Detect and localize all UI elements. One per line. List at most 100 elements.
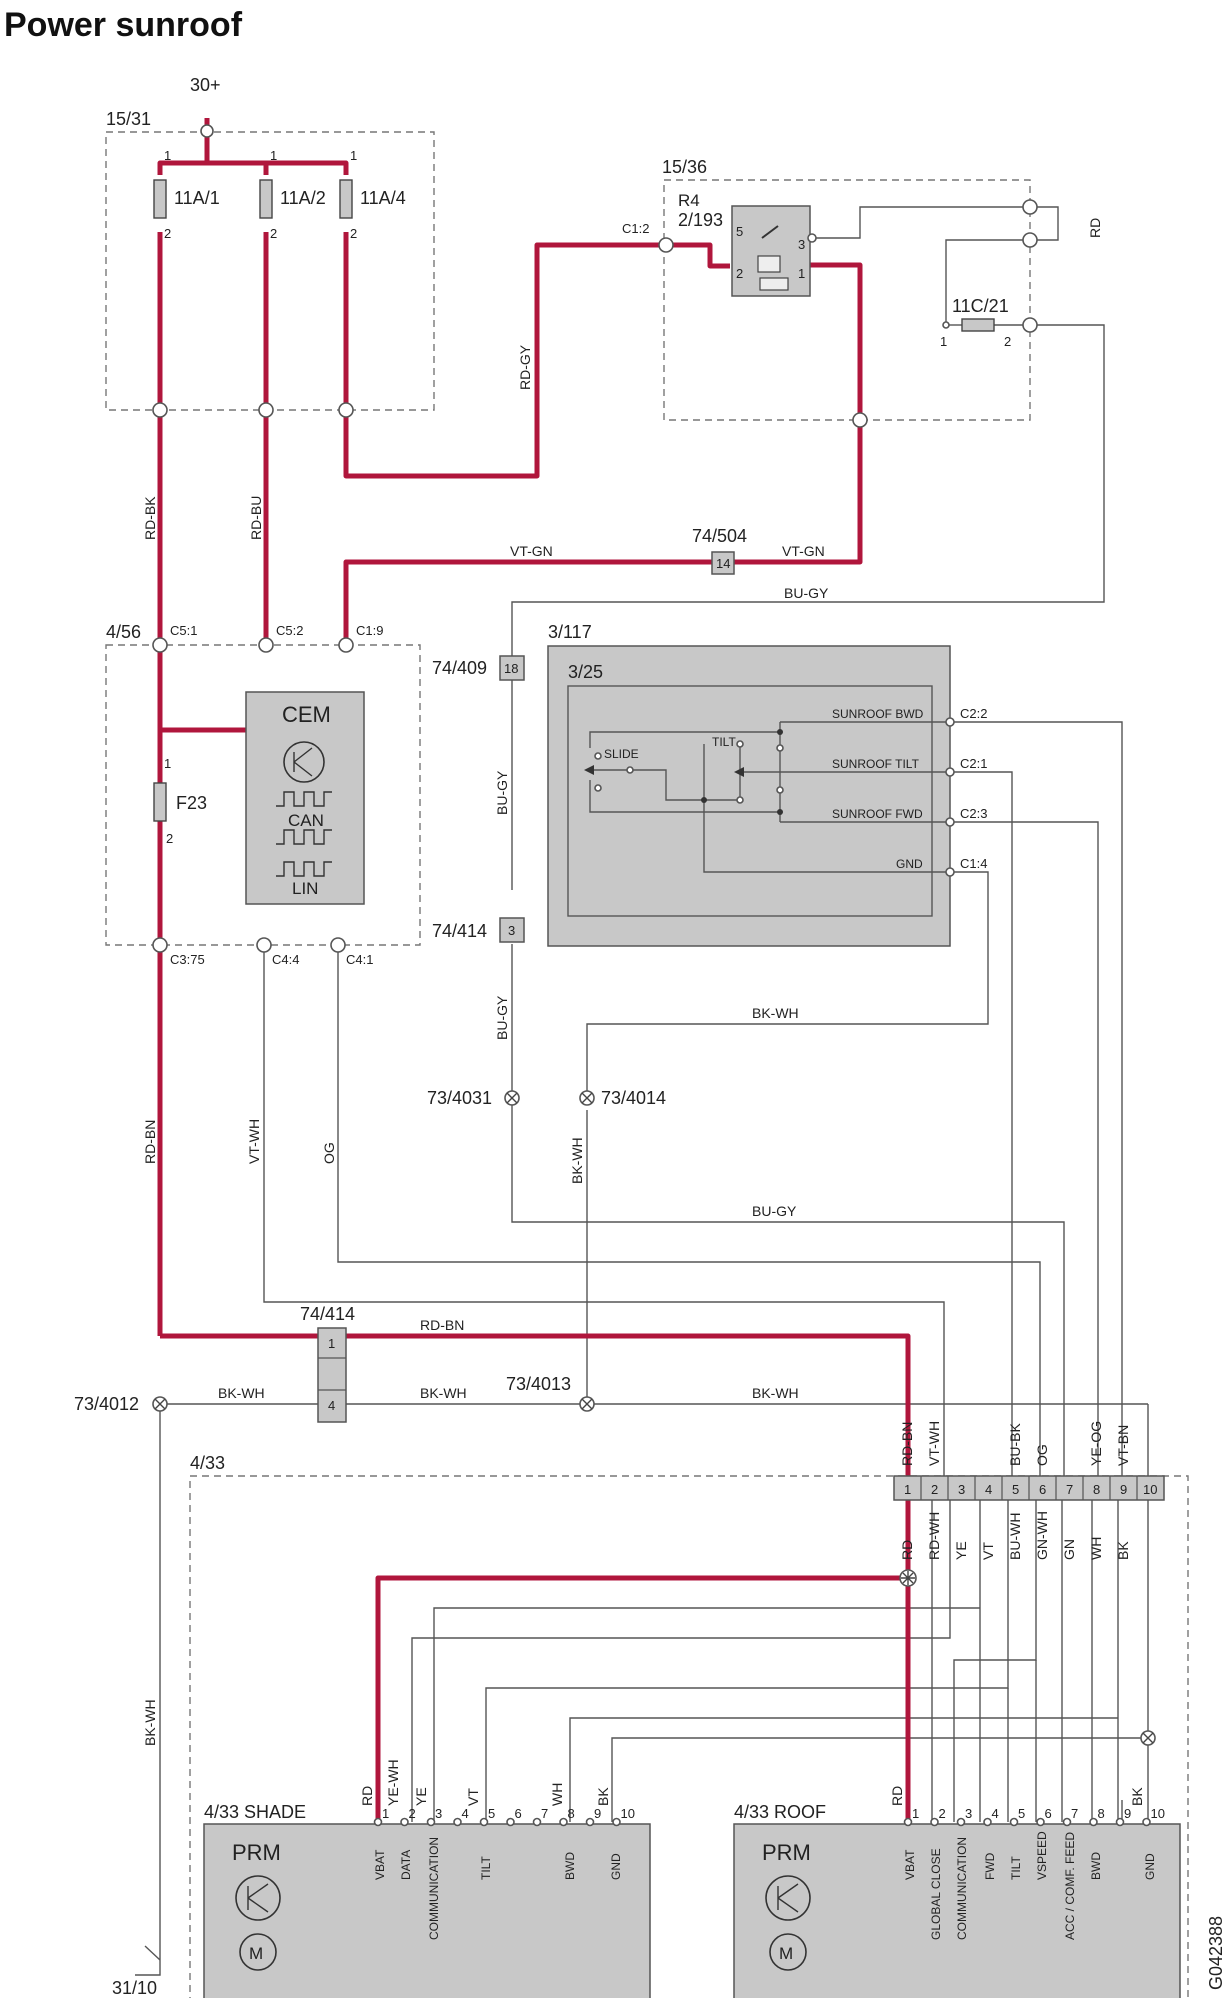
module-signal-label: FWD — [983, 1852, 997, 1880]
module-wire-color: RD — [359, 1786, 375, 1806]
can-label: CAN — [288, 811, 324, 830]
cem-box-label: 4/56 — [106, 622, 141, 642]
module-signal-label: COMMUNICATION — [427, 1837, 441, 1940]
fuse-icon — [961, 318, 995, 332]
connector-label: 74/504 — [692, 526, 747, 546]
module-pin-label: 1 — [912, 1806, 919, 1821]
module-pin-node — [373, 1817, 383, 1827]
ground-label: 31/10 — [112, 1978, 157, 1998]
module-pin-label: 5 — [488, 1806, 495, 1821]
fuse-icon — [339, 179, 353, 219]
harness-pin-label: 8 — [1093, 1482, 1100, 1497]
connector-74-414-a — [499, 917, 525, 943]
cem-conn-label: C1:9 — [356, 623, 383, 638]
shade-module — [203, 1823, 651, 1998]
figure-id: G042388 — [1206, 1916, 1226, 1990]
harness-pin-label: 9 — [1120, 1482, 1127, 1497]
cem-conn-node — [152, 937, 168, 953]
wire-label-rd: RD — [1087, 218, 1103, 238]
switch-conn-node — [945, 817, 955, 827]
ground-label: 73/4013 — [506, 1374, 571, 1394]
module-wire-color: VT — [465, 1788, 481, 1806]
harness-pin-label: 7 — [1066, 1482, 1073, 1497]
fuse-box-exit-node — [338, 402, 354, 418]
cem-conn-label: C5:1 — [170, 623, 197, 638]
wire-label-rd-gy: RD-GY — [517, 344, 533, 390]
relay-pin-label: 1 — [798, 266, 805, 281]
wire-label-vt-gn: VT-GN — [782, 543, 825, 559]
connector-74-409 — [499, 655, 525, 681]
module-pin-node — [1009, 1817, 1019, 1827]
harness-frame — [189, 1475, 1189, 1998]
harness-pin-label: 2 — [931, 1482, 938, 1497]
fuse-pin-label: 2 — [166, 831, 173, 846]
transistor-icon — [765, 1875, 811, 1921]
shade-title: PRM — [232, 1840, 281, 1865]
module-pin-label: 3 — [435, 1806, 442, 1821]
wire-label-rd-bn: RD-BN — [142, 1120, 158, 1164]
wire-label-og: OG — [321, 1142, 337, 1164]
module-pin-node — [1062, 1817, 1072, 1827]
ground-label: 73/4014 — [601, 1088, 666, 1108]
relay-ref: R4 — [678, 191, 700, 210]
fuse-pin-label: 1 — [940, 334, 947, 349]
switch-conn-label: C1:4 — [960, 856, 987, 871]
harness-wire-color: BU-WH — [1007, 1513, 1023, 1560]
module-pin-node — [532, 1817, 542, 1827]
wire-label-bk-wh: BK-WH — [218, 1385, 265, 1401]
can-signal-icon — [276, 829, 332, 845]
module-pin-label: 9 — [594, 1806, 601, 1821]
module-signal-label: DATA — [399, 1850, 413, 1880]
module-signal-label: VBAT — [373, 1849, 387, 1880]
relay-box-label: 15/36 — [662, 157, 707, 177]
transistor-icon — [283, 741, 325, 783]
relay-box-node — [1022, 199, 1038, 215]
fuse-label: 11A/2 — [280, 188, 326, 208]
module-pin-label: 8 — [1098, 1806, 1105, 1821]
module-pin-label: 4 — [992, 1806, 999, 1821]
fuse-pin-label: 2 — [1004, 334, 1011, 349]
harness-wire-color: BU-BK — [1007, 1423, 1023, 1466]
connector-74-414-b — [317, 1327, 347, 1423]
switch-slide-label: SLIDE — [604, 747, 639, 761]
module-pin-node — [1115, 1817, 1125, 1827]
motor-glyph: M — [779, 1944, 793, 1963]
fuse-label: F23 — [176, 793, 207, 813]
harness-wire-color: YE-OG — [1088, 1421, 1104, 1466]
module-pin-node — [983, 1817, 992, 1827]
module-wire-color: BK — [1129, 1787, 1145, 1806]
connector-pin: 4 — [328, 1398, 335, 1413]
fuse-box-label: 15/31 — [106, 109, 151, 129]
wire-label-rd-bn: RD-BN — [420, 1317, 464, 1333]
module-pin-label: 6 — [1045, 1806, 1052, 1821]
harness-wire-color: OG — [1034, 1444, 1050, 1466]
harness-wire-color: WH — [1088, 1537, 1104, 1560]
module-wire-color: BK — [595, 1787, 611, 1806]
connector-label: 74/414 — [300, 1304, 355, 1324]
pin-label: 2 — [164, 226, 171, 241]
switch-signal: SUNROOF FWD — [832, 807, 923, 821]
fuse-pin-label: 1 — [164, 756, 171, 771]
module-wire-color: YE-WH — [385, 1759, 401, 1806]
module-pin-label: 2 — [409, 1806, 416, 1821]
thin-wires — [135, 206, 1149, 1976]
fuse-icon — [259, 179, 273, 219]
relay-icon — [731, 205, 811, 297]
wire-label-bk-wh: BK-WH — [752, 1385, 799, 1401]
pin-label: 1 — [350, 148, 357, 163]
wire-label-bu-gy: BU-GY — [784, 585, 829, 601]
module-pin-node — [930, 1817, 939, 1827]
switch-inner-label: 3/25 — [568, 662, 603, 682]
switch-conn-label: C2:3 — [960, 806, 987, 821]
module-pin-node — [1142, 1817, 1151, 1827]
module-pin-label: 1 — [382, 1806, 389, 1821]
harness-pin-label: 5 — [1012, 1482, 1019, 1497]
motor-icon — [769, 1933, 807, 1971]
roof-module — [733, 1823, 1181, 1998]
module-pin-node — [612, 1817, 621, 1827]
